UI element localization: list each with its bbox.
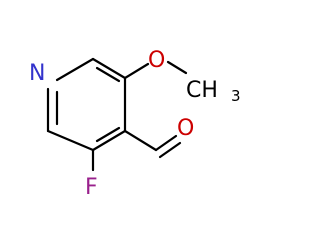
carbonyl-oxygen-label: O: [177, 116, 194, 141]
bond-c2-c3: [91, 57, 127, 80]
bond-n-c2: [55, 57, 95, 82]
bond-c4-c5-inner: [95, 126, 121, 143]
bond-c5-c6: [46, 129, 95, 152]
bond-c4-c5: [91, 129, 127, 152]
bond-c4-cho: [123, 129, 158, 152]
chemical-structure: N O CH 3 O F: [29, 48, 241, 200]
methoxy-oxygen-label: O: [148, 48, 165, 73]
structure-canvas: N O CH 3 O F: [29, 48, 241, 200]
bond-c2-c3-inner: [95, 66, 121, 83]
nitrogen-label: N: [29, 61, 45, 86]
bond-cho-o-2: [158, 141, 182, 159]
bond-cho-o-1: [154, 134, 178, 152]
methyl-label: CH: [186, 78, 218, 103]
bond-c3-o: [123, 62, 150, 80]
methyl-subscript: 3: [231, 87, 241, 105]
fluorine-label: F: [85, 175, 98, 200]
bonds: [46, 57, 188, 172]
bond-o-ch3: [166, 60, 188, 75]
